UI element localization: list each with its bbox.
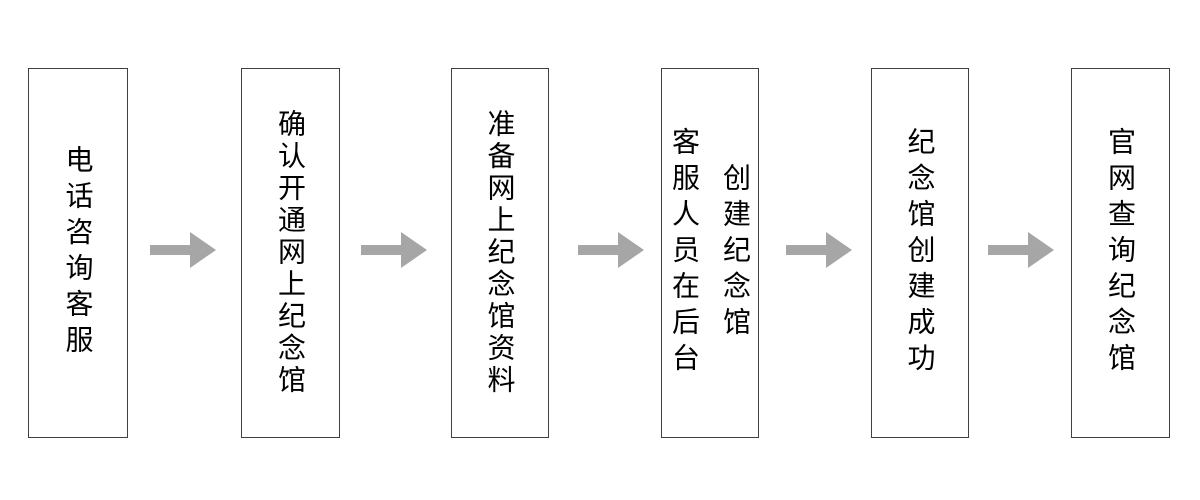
flow-step-6-label: 官网查询纪念馆 <box>1105 127 1136 379</box>
flow-step-4-label: 客服人员在后台 创建纪念馆 <box>669 127 751 379</box>
flow-step-3: 准备网上纪念馆资料 <box>451 68 549 438</box>
flow-step-2-label: 确认开通网上纪念馆 <box>275 109 306 397</box>
right-arrow-icon <box>578 232 644 268</box>
flow-step-5: 纪念馆创建成功 <box>871 68 969 438</box>
flow-step-1: 电话咨询客服 <box>28 68 128 438</box>
flow-step-6: 官网查询纪念馆 <box>1071 68 1170 438</box>
right-arrow-icon <box>988 232 1054 268</box>
flow-step-1-label: 电话咨询客服 <box>62 145 94 361</box>
flow-step-4: 客服人员在后台 创建纪念馆 <box>661 68 759 438</box>
flow-step-5-label: 纪念馆创建成功 <box>904 127 936 379</box>
right-arrow-icon <box>361 232 427 268</box>
flow-step-2: 确认开通网上纪念馆 <box>241 68 340 438</box>
right-arrow-icon <box>786 232 852 268</box>
flow-step-3-label: 准备网上纪念馆资料 <box>484 109 516 397</box>
right-arrow-icon <box>150 232 216 268</box>
